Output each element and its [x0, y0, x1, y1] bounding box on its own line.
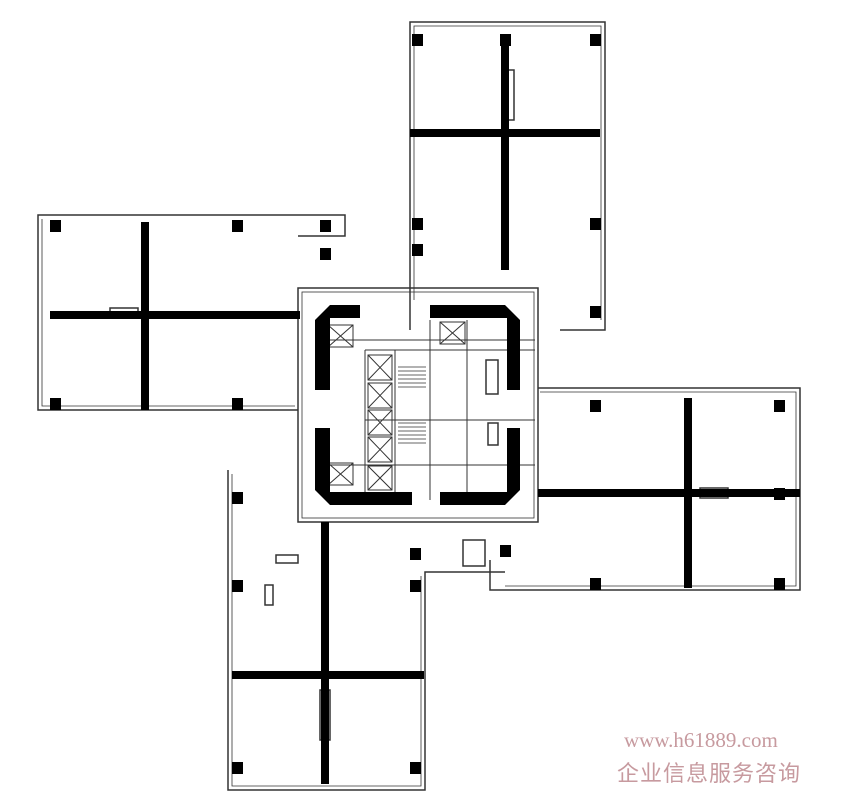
- column: [412, 34, 423, 46]
- column: [232, 398, 243, 410]
- core-wall-sw: [315, 428, 412, 505]
- watermark-caption: 企业信息服务咨询: [617, 762, 802, 787]
- wing-east-outline: [489, 387, 801, 591]
- watermark-url: www.h61889.com: [624, 728, 778, 752]
- column: [590, 306, 601, 318]
- column: [412, 244, 423, 256]
- beam: [321, 522, 329, 784]
- core-lobby-outline: [297, 287, 539, 523]
- wing-north-outline: [409, 21, 606, 331]
- column: [774, 578, 785, 590]
- fixture: [264, 584, 274, 606]
- column: [410, 580, 421, 592]
- wing-south-inner: [231, 474, 422, 787]
- structure: [50, 34, 800, 784]
- meeting-table-1: [485, 359, 499, 395]
- column: [320, 248, 331, 260]
- column: [412, 218, 423, 230]
- column: [410, 762, 421, 774]
- beam: [684, 398, 692, 588]
- column: [590, 400, 601, 412]
- core-lobby-inner: [301, 291, 535, 519]
- column: [320, 220, 331, 232]
- column: [590, 578, 601, 590]
- column: [590, 218, 601, 230]
- beam: [50, 311, 300, 319]
- core-partitions: [330, 320, 535, 500]
- fixture: [275, 554, 299, 564]
- core-wall-nw: [315, 305, 360, 390]
- core-wall-se: [440, 428, 520, 505]
- beam: [538, 489, 800, 497]
- column: [500, 34, 511, 46]
- column: [232, 580, 243, 592]
- stairs: [398, 366, 426, 444]
- column: [500, 545, 511, 557]
- column: [590, 34, 601, 46]
- column: [50, 220, 61, 232]
- column: [50, 398, 61, 410]
- core-wall-ne: [430, 305, 520, 390]
- beam: [141, 222, 149, 410]
- wing-north-inner: [413, 25, 602, 320]
- column: [232, 220, 243, 232]
- column: [232, 492, 243, 504]
- column: [410, 548, 421, 560]
- meeting-table-2: [487, 422, 499, 446]
- wing-west-inner: [41, 219, 295, 407]
- column: [232, 762, 243, 774]
- wing-west-outline: [37, 214, 346, 411]
- wing-south-outline: [227, 470, 505, 791]
- column: [774, 400, 785, 412]
- column: [774, 488, 785, 500]
- beam: [501, 40, 509, 270]
- fixture: [462, 539, 486, 567]
